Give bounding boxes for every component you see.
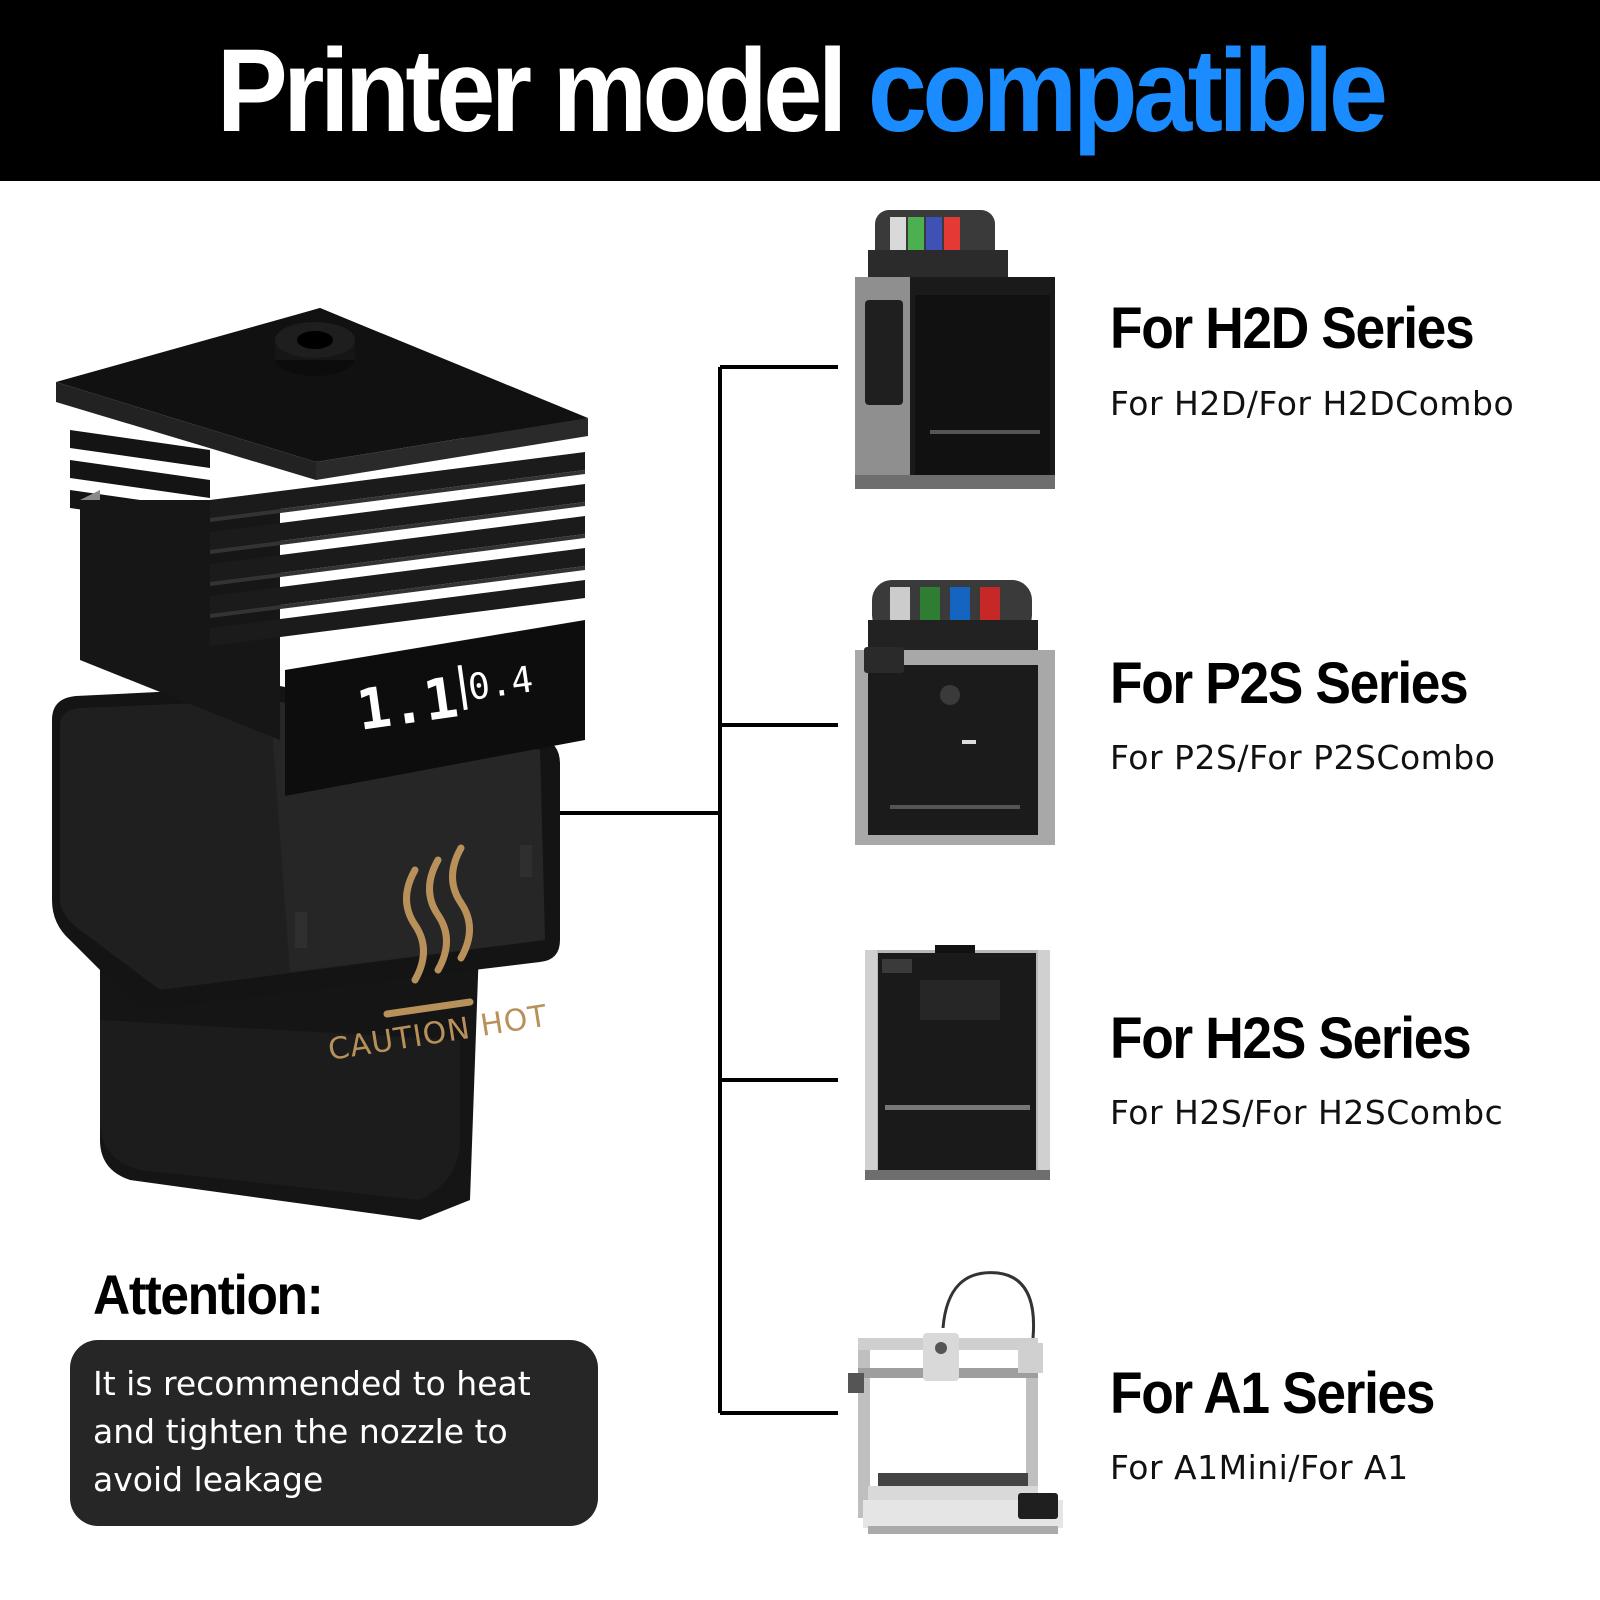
a1-printer-image: [848, 1271, 1063, 1534]
connector-lines: [560, 365, 838, 1415]
h2s-printer-image: [865, 945, 1050, 1180]
nozzle-size-label: 1.1: [353, 665, 462, 743]
series-title-a1: For A1 Series: [1110, 1361, 1435, 1426]
series-title-h2d: For H2D Series: [1110, 296, 1475, 361]
hotend-product-image: 1.1 0.4 CAUTION HOT: [52, 308, 588, 1220]
title-accent: compatible: [867, 24, 1388, 157]
header-banner: Printer model compatible: [0, 0, 1600, 181]
h2d-printer-image: [855, 210, 1055, 489]
page-title: Printer model compatible: [216, 23, 1388, 159]
attention-title: Attention:: [93, 1263, 324, 1326]
series-subtitle-h2s: For H2S/For H2SCombc: [1110, 1093, 1504, 1132]
attention-text: It is recommended to heat and tighten th…: [93, 1364, 531, 1499]
series-title-p2s: For P2S Series: [1110, 651, 1469, 716]
series-subtitle-h2d: For H2D/For H2DCombo: [1110, 384, 1515, 423]
series-title-h2s: For H2S Series: [1110, 1006, 1472, 1071]
nozzle-diameter-label: 0.4: [466, 659, 536, 709]
p2s-printer-image: [855, 580, 1055, 845]
heat-warning-icon: [383, 844, 474, 1018]
title-main: Printer model: [216, 24, 868, 157]
attention-box: It is recommended to heat and tighten th…: [70, 1340, 598, 1526]
series-subtitle-p2s: For P2S/For P2SCombo: [1110, 738, 1496, 777]
series-subtitle-a1: For A1Mini/For A1: [1110, 1448, 1409, 1487]
